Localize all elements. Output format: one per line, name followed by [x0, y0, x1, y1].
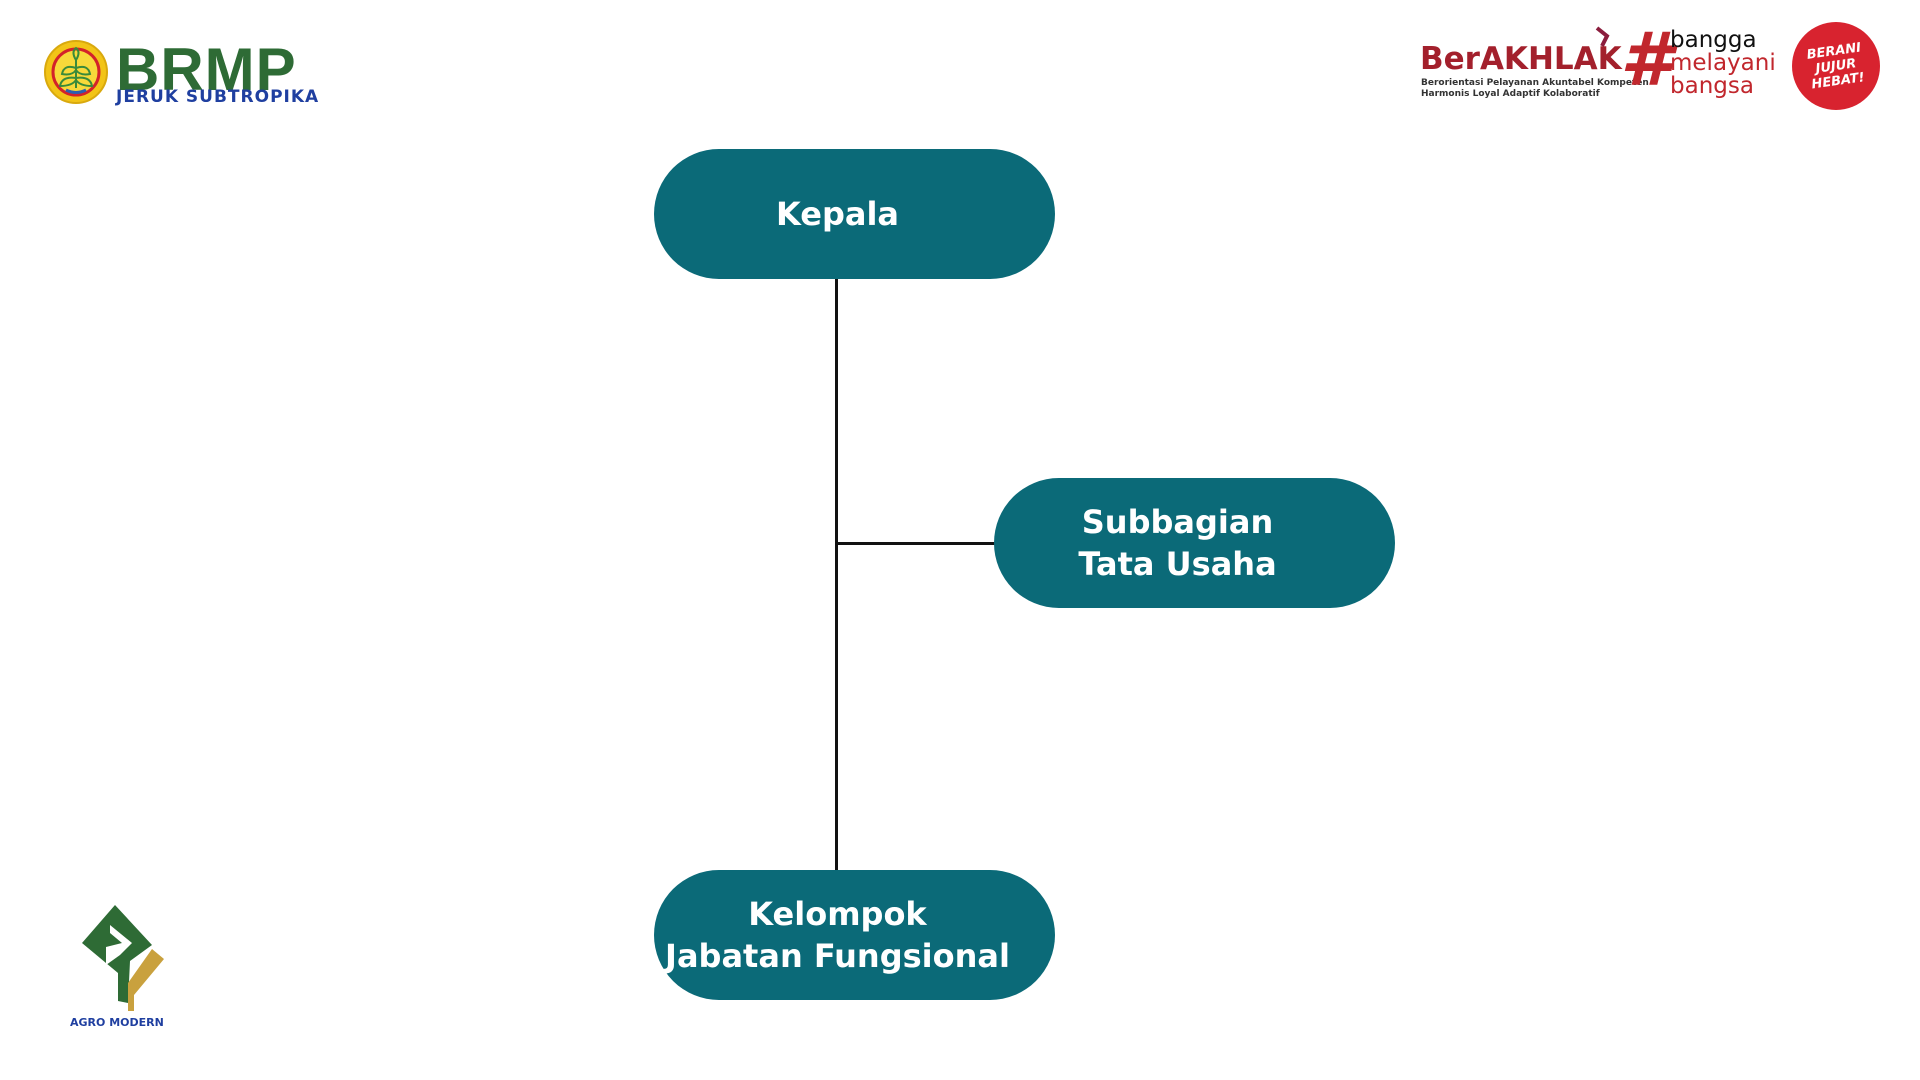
- org-node-kelompok-jabatan-fungsional: Kelompok Jabatan Fungsional: [654, 870, 1055, 1000]
- org-node-subbagian-tata-usaha: Subbagian Tata Usaha: [994, 478, 1395, 608]
- node-label-line1: Kelompok: [748, 895, 927, 933]
- kementan-emblem-icon: [44, 40, 108, 104]
- bangga-line-2: melayani: [1670, 50, 1776, 76]
- org-node-kepala: Kepala: [654, 149, 1055, 279]
- berani-badge-text: BERANI JUJUR HEBAT!: [1805, 39, 1866, 92]
- connector-horizontal: [836, 542, 996, 545]
- agro-modern-label: AGRO MODERN: [70, 1016, 164, 1029]
- bangga-line-1: bangga: [1670, 27, 1757, 53]
- brmp-subtitle: JERUK SUBTROPIKA: [116, 87, 320, 107]
- berakhlak-tagline-1: Berorientasi Pelayanan Akuntabel Kompete…: [1421, 78, 1649, 88]
- hash-mark: #: [1620, 17, 1672, 103]
- bangga-line-3: bangsa: [1670, 73, 1754, 99]
- node-label: Kepala: [776, 195, 899, 233]
- berakhlak-title: BerAKHLAK: [1420, 41, 1622, 77]
- bangga-melayani-logo: # bangga melayani bangsa: [1620, 20, 1780, 100]
- berani-jujur-hebat-badge: BERANI JUJUR HEBAT!: [1792, 22, 1880, 110]
- agro-modern-logo: AGRO MODERN: [60, 900, 180, 1035]
- brmp-logo: BRMP JERUK SUBTROPIKA: [44, 38, 334, 108]
- berakhlak-logo: BerAKHLAK Berorientasi Pelayanan Akuntab…: [1420, 26, 1649, 102]
- chevron-right-icon: [1595, 26, 1610, 47]
- connector-vertical: [835, 279, 838, 871]
- node-label-line1: Subbagian: [1081, 503, 1274, 541]
- agro-modern-emblem-icon: [82, 905, 164, 1011]
- node-label-line2: Tata Usaha: [1078, 545, 1277, 583]
- node-label-line2: Jabatan Fungsional: [665, 937, 1010, 975]
- berakhlak-tagline-2: Harmonis Loyal Adaptif Kolaboratif: [1421, 89, 1600, 99]
- brmp-title: BRMP: [116, 36, 297, 103]
